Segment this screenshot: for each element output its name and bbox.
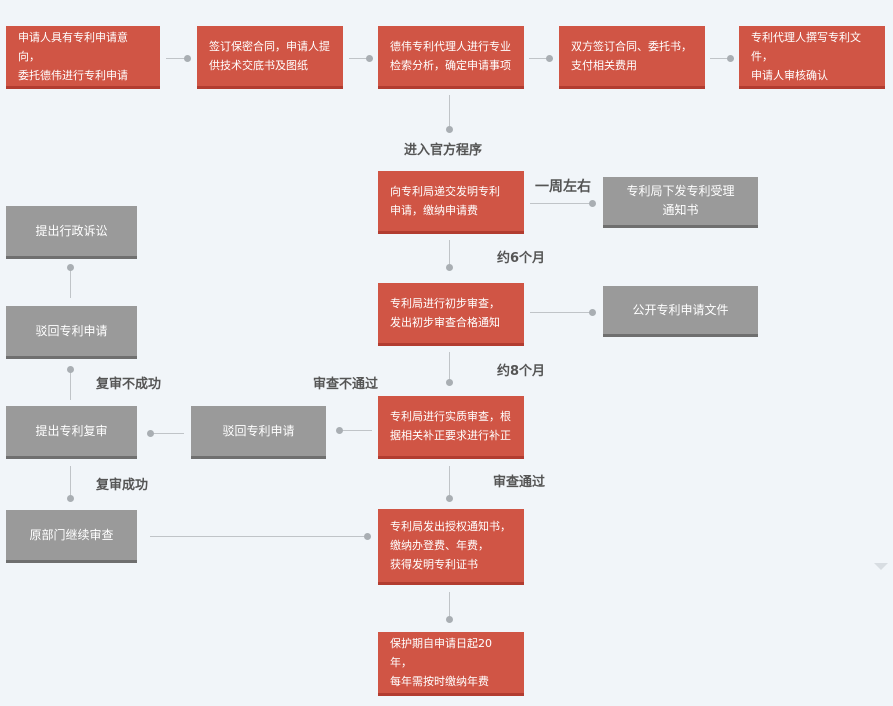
connector-dot — [546, 55, 553, 62]
label-one-week: 一周左右 — [535, 179, 591, 195]
step-3-search-analysis: 德伟专利代理人进行专业 检索分析，确定申请事项 — [378, 26, 524, 89]
connector-dot — [366, 55, 373, 62]
label-exam-failed: 审查不通过 — [313, 377, 379, 392]
step-grant-notice: 专利局发出授权通知书， 缴纳办登费、年费， 获得发明专利证书 — [378, 509, 524, 585]
acceptance-notice-box: 专利局下发专利受理 通知书 — [603, 177, 758, 228]
continue-exam-box: 原部门继续审查 — [6, 510, 137, 563]
step-1-intent: 申请人具有专利申请意向， 委托德伟进行专利申请 — [6, 26, 160, 89]
label-official-procedure: 进入官方程序 — [404, 143, 483, 158]
connector-dot — [446, 264, 453, 271]
connector-dot — [147, 430, 154, 437]
connector-grant-protect — [449, 592, 450, 620]
connector-dot — [336, 427, 343, 434]
step-5-drafting: 专利代理人撰写专利文件， 申请人审核确认 — [739, 26, 885, 89]
connector-dot — [364, 533, 371, 540]
connector-reexam-up — [70, 368, 71, 400]
reexam-request-box: 提出专利复审 — [6, 406, 137, 459]
connector-dot — [446, 126, 453, 133]
connector-reject-reexam — [152, 433, 184, 434]
connector-prelim-publish — [530, 312, 595, 313]
connector-dot — [67, 366, 74, 373]
chevron-down-icon — [874, 563, 888, 570]
connector-reexam-down — [70, 466, 71, 500]
connector-dot — [446, 495, 453, 502]
connector-submit-notice — [530, 203, 595, 204]
label-reexam-success: 复审成功 — [96, 478, 149, 493]
admin-litigation-box: 提出行政诉讼 — [6, 206, 137, 259]
connector-prelim-substantive — [449, 352, 450, 382]
reject-application-box: 驳回专利申请 — [191, 406, 326, 459]
step-protection-period: 保护期自申请日起20年， 每年需按时缴纳年费 — [378, 632, 524, 696]
connector-dot — [184, 55, 191, 62]
connector-dot — [589, 200, 596, 207]
connector-continue-grant — [150, 536, 368, 537]
label-exam-passed: 审查通过 — [493, 475, 546, 490]
connector-1-2 — [166, 58, 190, 59]
step-submit-application: 向专利局递交发明专利 申请，缴纳申请费 — [378, 171, 524, 234]
connector-dot — [67, 264, 74, 271]
connector-dot — [446, 379, 453, 386]
connector-4-5 — [710, 58, 734, 59]
connector-step3-down — [449, 95, 450, 129]
connector-reexam-reject-litigation — [70, 266, 71, 298]
step-2-confidentiality: 签订保密合同，申请人提 供技术交底书及图纸 — [197, 26, 343, 89]
connector-3-4 — [529, 58, 553, 59]
reexam-reject-box: 驳回专利申请 — [6, 306, 137, 359]
connector-substantive-reject — [340, 430, 372, 431]
step-preliminary-exam: 专利局进行初步审查， 发出初步审查合格通知 — [378, 283, 524, 346]
connector-dot — [446, 616, 453, 623]
label-six-months: 约6个月 — [497, 251, 546, 266]
step-4-contract-payment: 双方签订合同、委托书， 支付相关费用 — [559, 26, 705, 89]
label-eight-months: 约8个月 — [497, 364, 546, 379]
connector-submit-prelim — [449, 240, 450, 268]
connector-substantive-grant — [449, 466, 450, 498]
connector-2-3 — [349, 58, 373, 59]
label-reexam-failed: 复审不成功 — [96, 377, 162, 392]
connector-dot — [67, 495, 74, 502]
connector-dot — [589, 309, 596, 316]
connector-dot — [727, 55, 734, 62]
publish-application-box: 公开专利申请文件 — [603, 286, 758, 337]
step-substantive-exam: 专利局进行实质审查，根 据相关补正要求进行补正 — [378, 396, 524, 459]
